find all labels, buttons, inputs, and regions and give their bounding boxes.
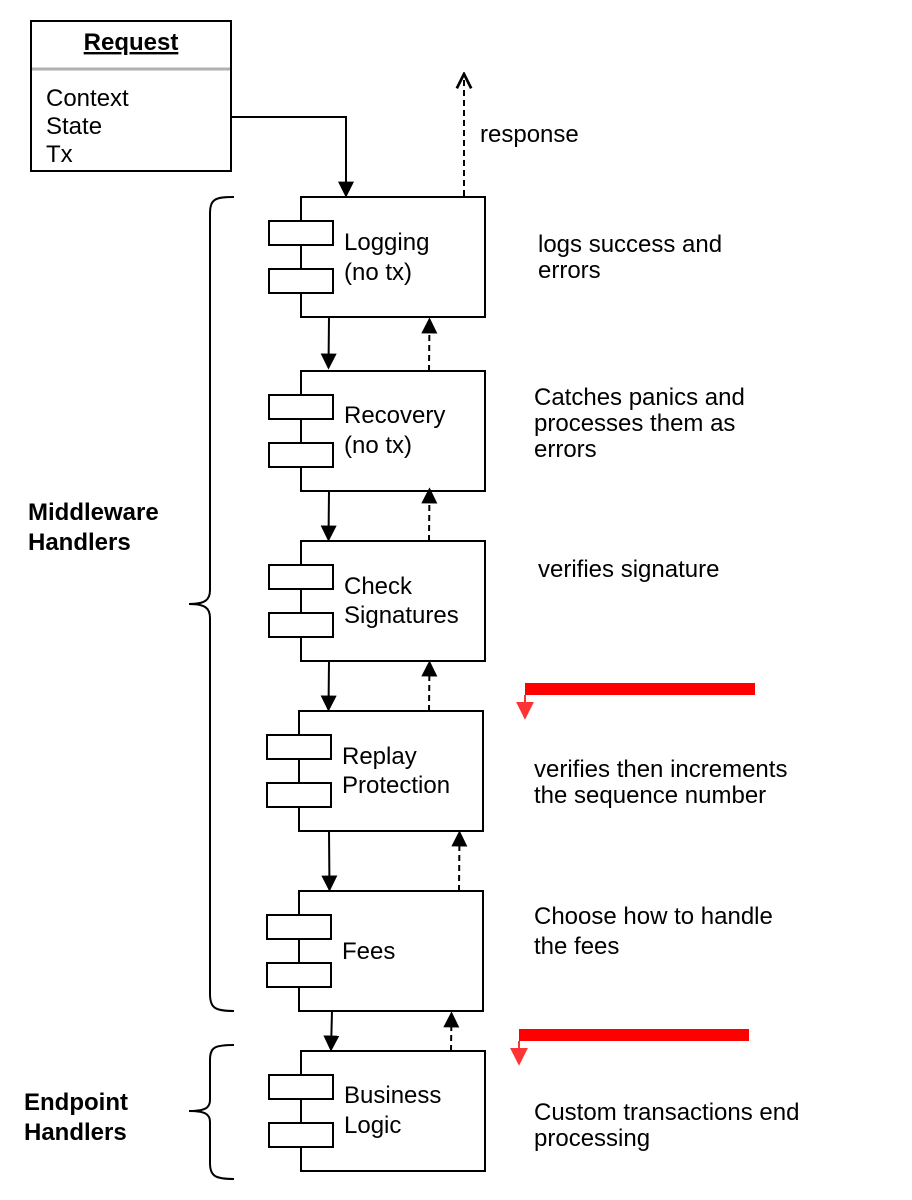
business-logic-desc-line2: processing [534,1125,650,1152]
request-field-context: Context [46,85,129,112]
request-field-state: State [46,113,102,140]
endpoint-label-line1: Endpoint [24,1089,128,1116]
business-logic-desc-line1: Custom transactions end [534,1099,799,1126]
return-arrow-signatures-recovery [421,487,438,542]
recovery-desc-line1: Catches panics and [534,384,745,411]
endpoint-label-line2: Handlers [24,1119,127,1146]
logging-desc-line2: errors [538,257,601,284]
component-recovery: Recovery (no tx) [268,370,486,492]
middleware-label-line2: Handlers [28,529,131,556]
recovery-desc-line2: processes them as [534,410,735,437]
replay-protection-label-line1: Replay [342,743,417,770]
endpoint-brace [188,1044,235,1180]
flow-arrow-logging-recovery [320,316,337,370]
return-arrow-fees-replay [451,830,468,892]
recovery-label-line1: Recovery [344,402,445,429]
replay-protection-desc-line1: verifies then increments [534,756,787,783]
request-arrow [231,116,354,198]
logging-label-line1: Logging [344,229,429,256]
request-box: Request Context State Tx [30,20,232,172]
component-business-logic: Business Logic [268,1050,486,1172]
component-replay-protection: Replay Protection [266,710,484,832]
logging-label-line2: (no tx) [344,259,412,286]
replay-protection-desc-line2: the sequence number [534,782,766,809]
replay-protection-label-line2: Protection [342,772,450,799]
check-signatures-desc-line1: verifies signature [538,556,719,583]
return-arrow-replay-signatures [421,660,438,712]
fees-desc-line2: the fees [534,933,619,960]
check-signatures-label-line2: Signatures [344,602,459,629]
logging-desc-line1: logs success and [538,231,722,258]
business-logic-label-line2: Logic [344,1112,401,1139]
middleware-label-line1: Middleware [28,499,159,526]
recovery-desc-line3: errors [534,436,597,463]
insert-marker-2 [510,1029,749,1066]
request-title: Request [84,29,179,56]
flow-arrow-fees-business [323,1010,340,1052]
flow-arrow-signatures-replay [320,660,337,712]
response-label: response [480,121,579,148]
insert-marker-1 [516,683,755,720]
business-logic-label-line1: Business [344,1082,441,1109]
component-logging: Logging (no tx) [268,196,486,318]
request-field-tx: Tx [46,141,73,168]
fees-label-line1: Fees [342,938,395,965]
flow-arrow-replay-fees [321,830,338,892]
return-arrow-recovery-logging [421,317,438,372]
flow-arrow-recovery-signatures [320,490,337,542]
fees-desc-line1: Choose how to handle [534,903,773,930]
component-fees: Fees [266,890,484,1012]
middleware-brace [188,196,235,1012]
component-check-signatures: Check Signatures [268,540,486,662]
return-arrow-business-fees [443,1011,460,1052]
check-signatures-label-line1: Check [344,573,413,600]
recovery-label-line2: (no tx) [344,432,412,459]
